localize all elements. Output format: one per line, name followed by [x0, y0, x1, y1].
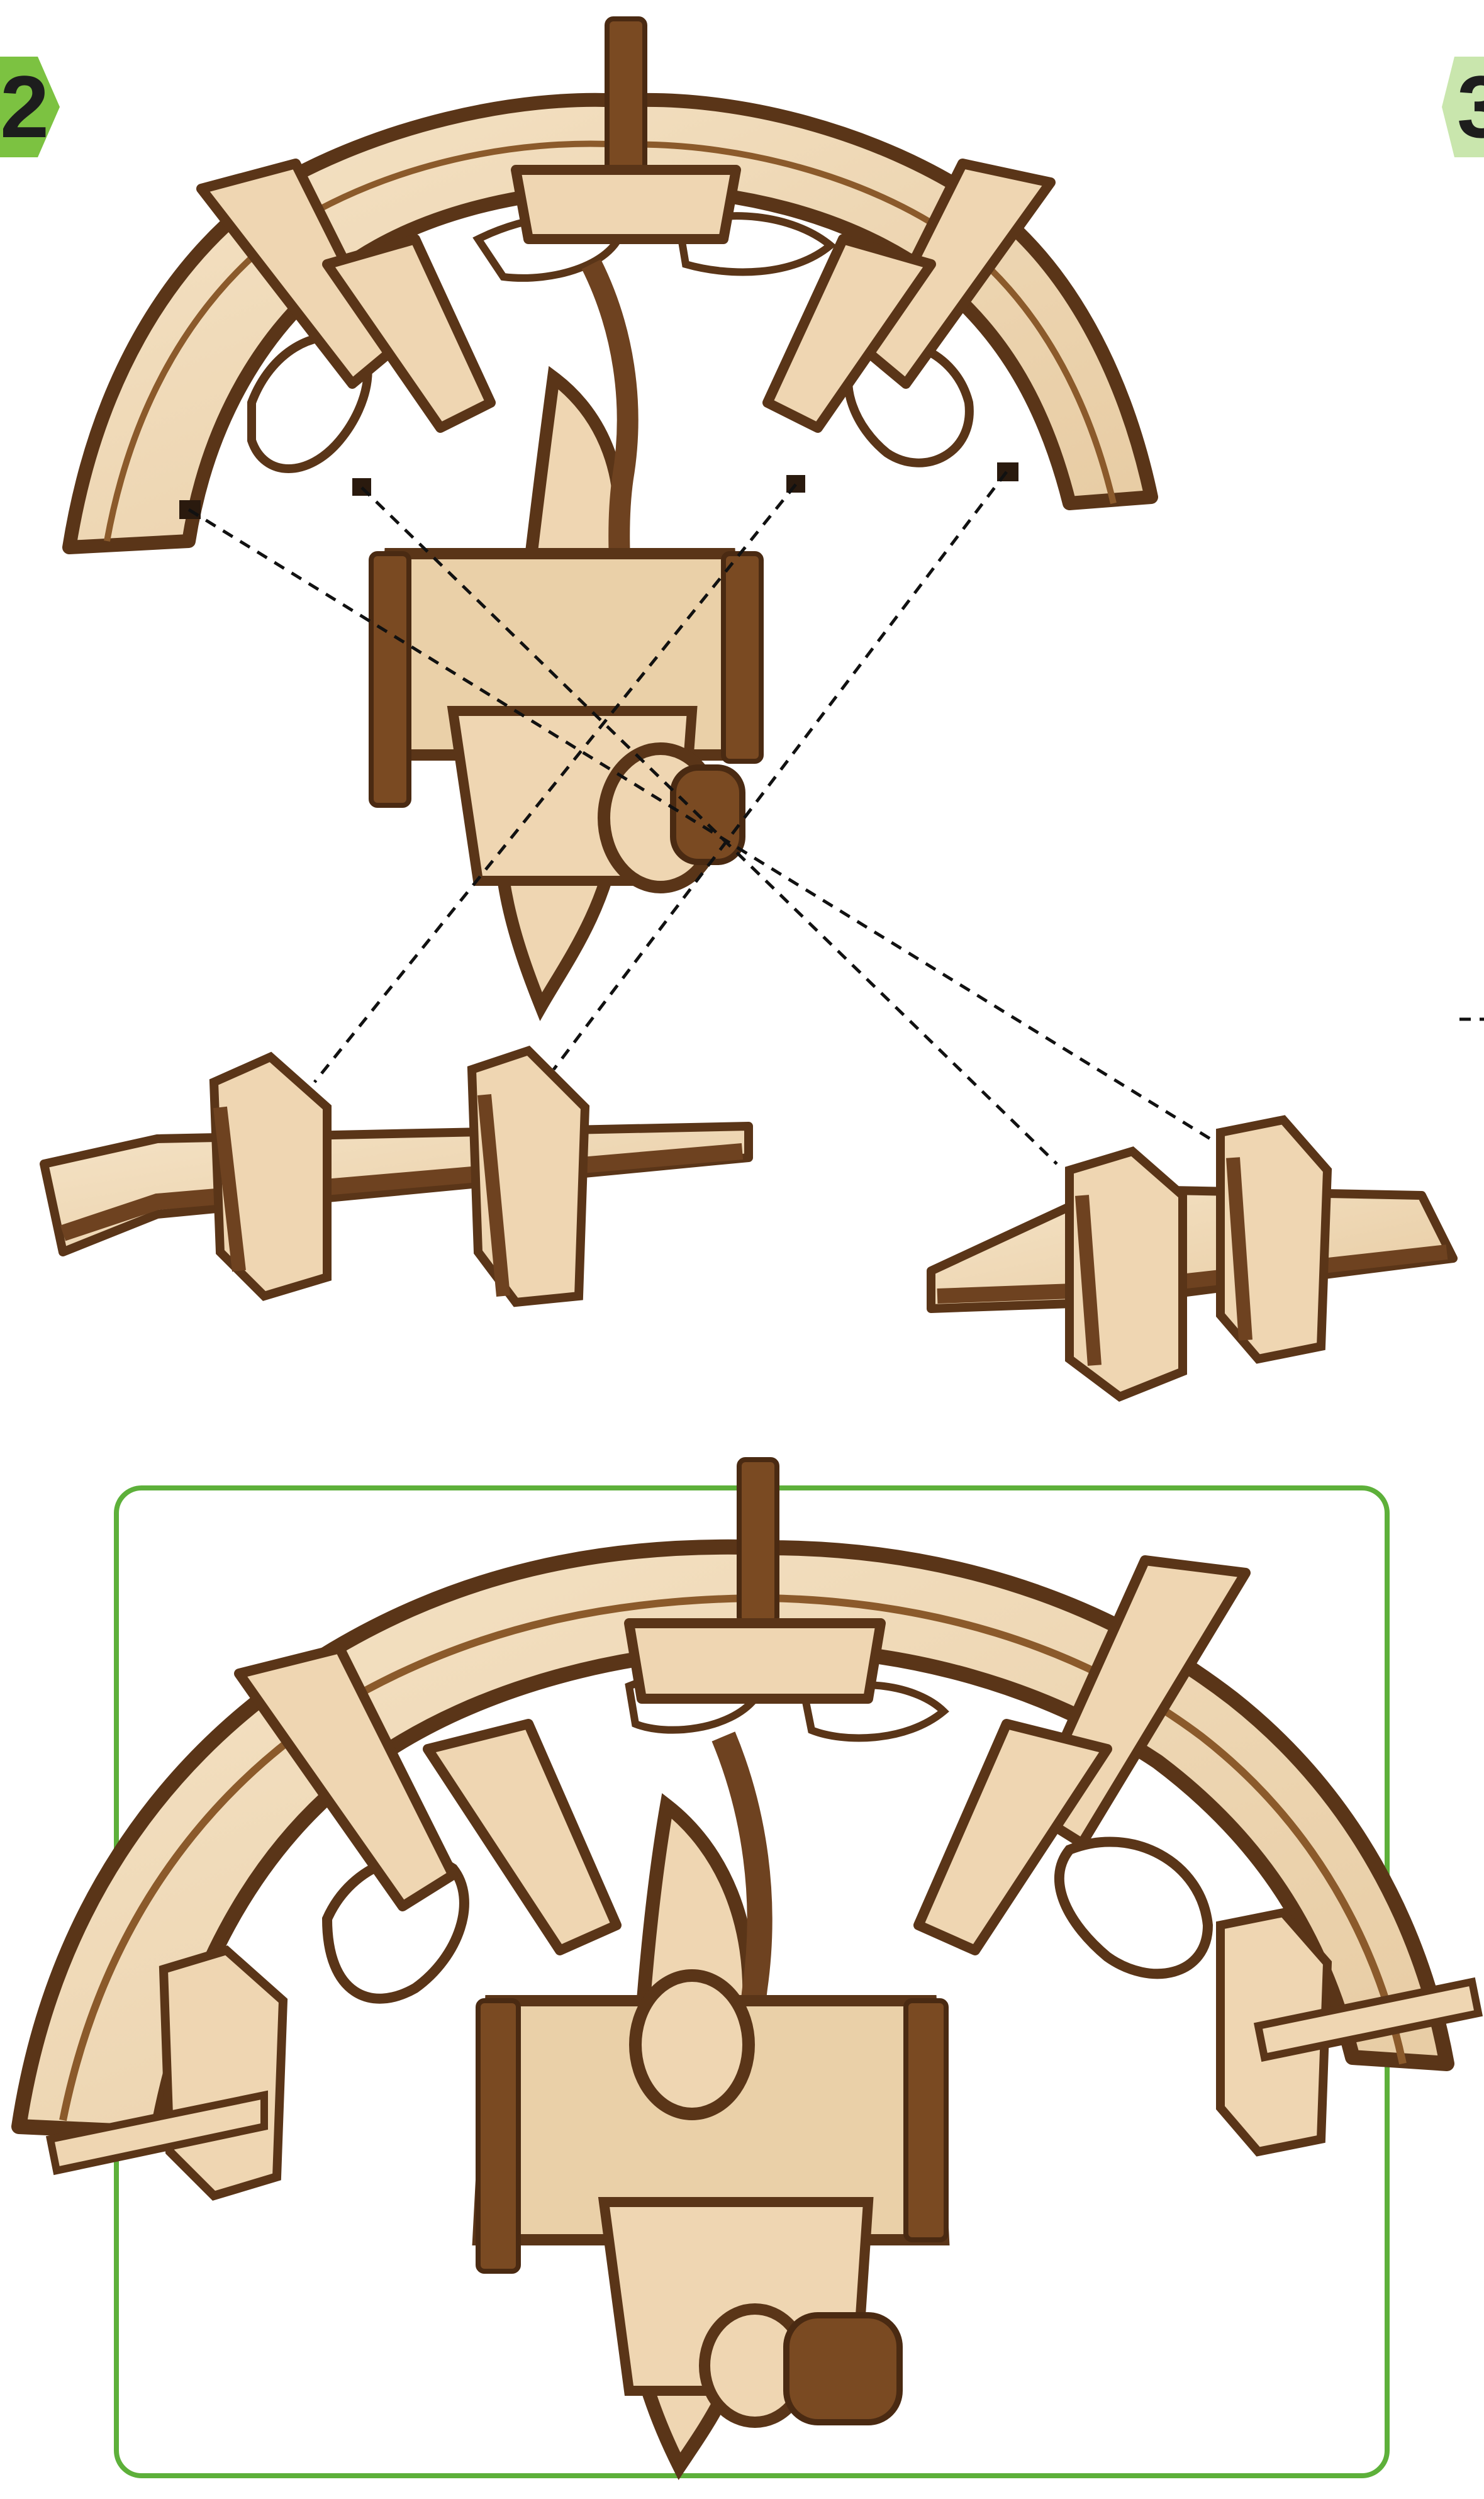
wooden-dome-assembly-icon: [69, 19, 1151, 1007]
wooden-bracket-right-icon: [931, 1120, 1453, 1397]
wooden-dome-assembly-complete-icon: [19, 1460, 1478, 2466]
wooden-bracket-left-icon: [44, 1051, 749, 1302]
